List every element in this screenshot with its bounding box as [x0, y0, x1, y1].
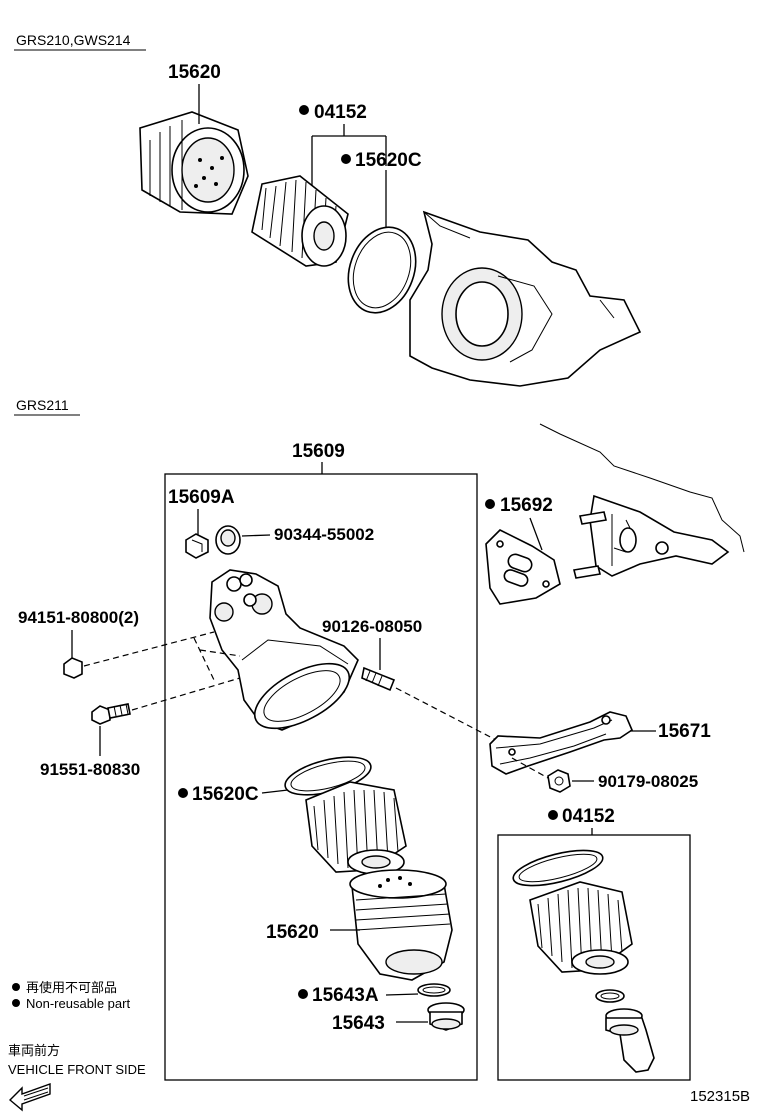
label-oring: 15620C — [192, 784, 259, 805]
label-oring-top: 15620C — [355, 150, 422, 171]
front-label-jp: 車両前方 — [8, 1043, 60, 1059]
label-gasket: 15692 — [500, 495, 553, 516]
oil-filter-element-top — [251, 175, 349, 267]
leader-gasket — [529, 517, 543, 551]
label-cap: 15620 — [266, 922, 319, 943]
label-stud-nut: 94151-80800(2) — [18, 608, 139, 627]
leader-element-top — [311, 124, 387, 186]
dashed-guide-nut-2 — [193, 637, 241, 681]
label-bolt: 91551-80830 — [40, 760, 140, 779]
plug-gasket — [215, 525, 241, 555]
front-arrow-icon — [8, 1083, 51, 1112]
figure-id: 152315B — [690, 1088, 750, 1105]
oil-filter-cap — [349, 869, 453, 981]
element-set-box — [497, 834, 691, 1081]
label-element-top: 04152 — [314, 102, 367, 123]
legend-bullet-en: Non-reusable part — [26, 996, 130, 1011]
oil-filter-cap-top — [139, 111, 249, 215]
dashed-guide-nut-1 — [83, 631, 215, 667]
stud-nut — [63, 657, 83, 679]
element-kit-small-o-ring — [595, 989, 625, 1003]
bracket — [489, 711, 633, 775]
front-label-en: VEHICLE FRONT SIDE — [8, 1062, 146, 1077]
label-drain-oring: 15643A — [312, 985, 379, 1006]
element-kit-filter — [529, 881, 633, 975]
leader-oring — [261, 789, 289, 794]
o-ring-top — [347, 226, 417, 314]
dashed-guide-bolt — [131, 677, 241, 711]
stud — [361, 666, 396, 692]
section-label-top: GRS210,GWS214 — [16, 32, 131, 48]
bolt — [91, 703, 131, 725]
label-drain-plug: 15643 — [332, 1013, 385, 1034]
non-reusable-bullet-element — [548, 810, 558, 820]
non-reusable-bullet-oring — [178, 788, 188, 798]
section-label-bottom: GRS211 — [16, 397, 69, 413]
dashed-guide-stud — [395, 687, 501, 743]
label-element-set: 04152 — [562, 806, 615, 827]
label-plug: 15609A — [168, 487, 235, 508]
label-stud: 90126-08050 — [322, 617, 422, 636]
engine-block-bottom — [539, 423, 745, 579]
oil-filter-element — [305, 781, 407, 875]
legend-bullet-icon-1 — [12, 983, 20, 991]
non-reusable-bullet-element-top — [299, 105, 309, 115]
assembly-box — [164, 473, 478, 1081]
label-assembly: 15609 — [292, 441, 345, 462]
label-cap-top: 15620 — [168, 62, 221, 83]
engine-housing-top — [409, 210, 642, 387]
gasket — [485, 529, 561, 605]
drain-o-ring — [417, 983, 451, 997]
nut — [547, 769, 571, 793]
label-nut: 90179-08025 — [598, 772, 698, 791]
label-plug-gasket: 90344-55002 — [274, 525, 374, 544]
dashed-guide-nut — [511, 757, 549, 779]
filter-housing — [209, 569, 359, 731]
plug — [185, 533, 209, 559]
element-kit-o-ring — [512, 849, 604, 887]
legend-bullet-jp: 再使用不可部品 — [26, 980, 117, 996]
legend-bullet-icon-2 — [12, 999, 20, 1007]
non-reusable-bullet-drain-oring — [298, 989, 308, 999]
non-reusable-bullet-oring-top — [341, 154, 351, 164]
element-kit-drain-pipe — [605, 1008, 655, 1073]
label-bracket: 15671 — [658, 721, 711, 742]
leader-drain-oring — [385, 993, 419, 996]
non-reusable-bullet-gasket — [485, 499, 495, 509]
leader-plug-gasket — [241, 534, 271, 537]
drain-plug — [427, 1002, 465, 1031]
